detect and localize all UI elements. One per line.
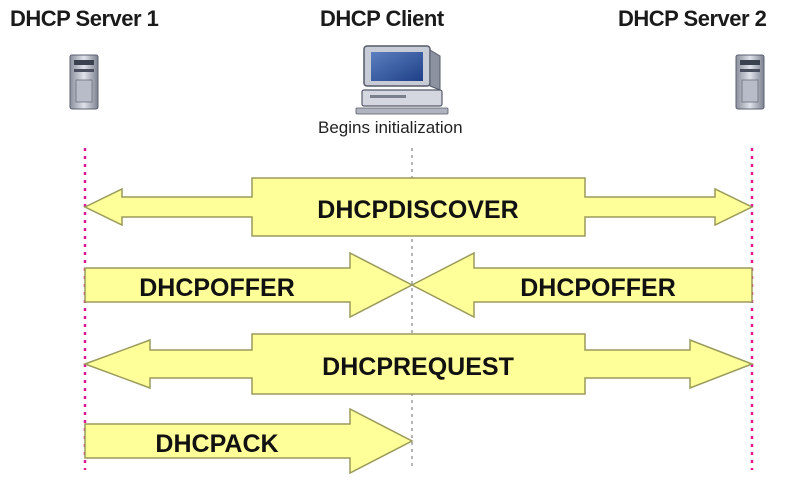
offer-arrow-server2 (410, 251, 753, 319)
desktop-computer-icon (355, 45, 449, 115)
server-tower-icon (69, 54, 99, 110)
server-tower-icon (735, 54, 765, 110)
discover-label: DHCPDISCOVER (317, 196, 518, 224)
ack-arrow (84, 407, 414, 475)
request-arrow (82, 333, 755, 395)
offer-arrow-server1 (84, 251, 414, 319)
client-label: DHCP Client (320, 6, 444, 31)
offer-label-server2: DHCPOFFER (520, 274, 676, 302)
ack-label: DHCPACK (155, 430, 278, 458)
offer-label-server1: DHCPOFFER (139, 274, 295, 302)
request-label: DHCPREQUEST (322, 353, 514, 381)
client-note: Begins initialization (318, 118, 463, 137)
discover-arrow (83, 177, 754, 237)
server1-label: DHCP Server 1 (10, 6, 159, 31)
server2-label: DHCP Server 2 (618, 6, 767, 31)
